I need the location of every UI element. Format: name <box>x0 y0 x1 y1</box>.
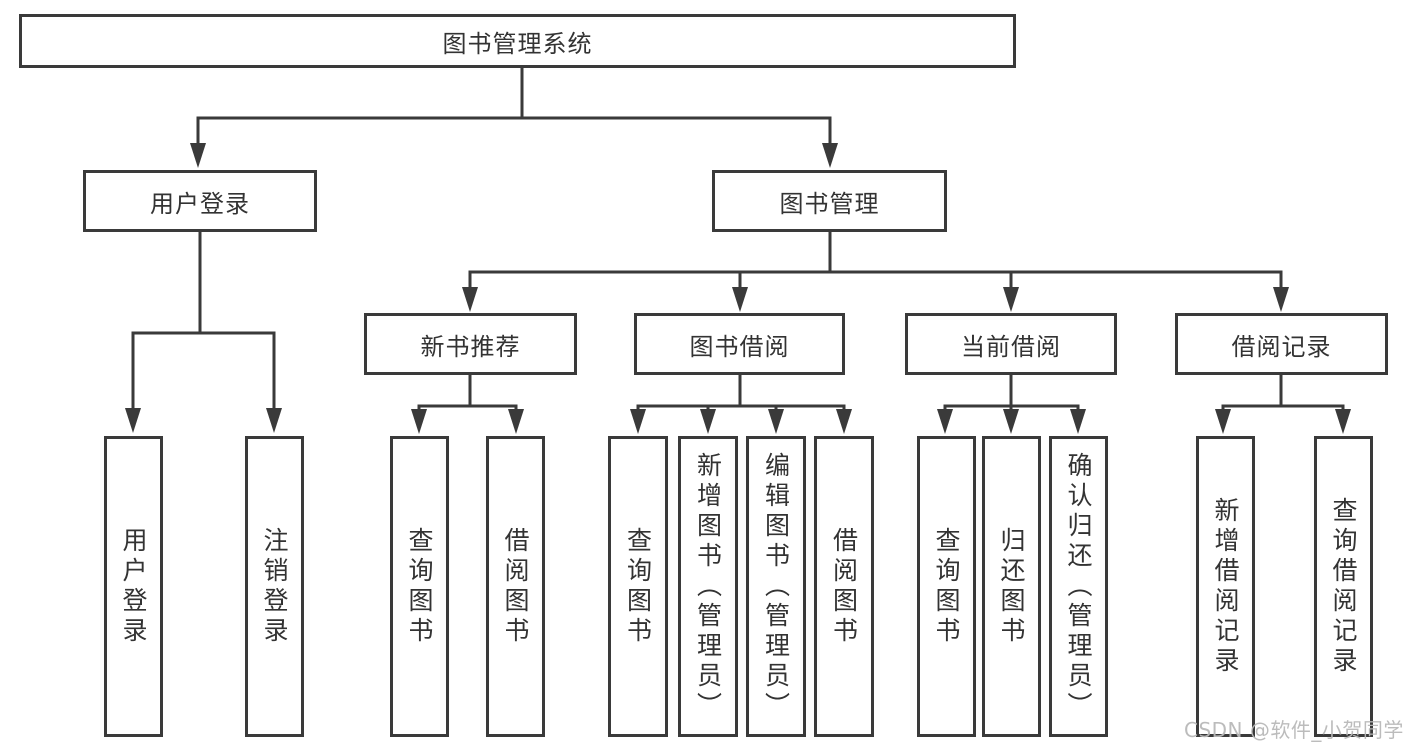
leaf-add-books-admin: 新增图书（管理员） <box>678 436 738 737</box>
leaf-add-borrow-record: 新增借阅记录 <box>1196 436 1255 737</box>
node-book-borrow: 图书借阅 <box>634 313 845 375</box>
node-borrow-records: 借阅记录 <box>1175 313 1388 375</box>
leaf-user-login: 用户登录 <box>104 436 163 737</box>
branch-borrow-records <box>1215 375 1351 434</box>
branch-book-management <box>462 232 1289 312</box>
branch-root <box>190 68 838 168</box>
leaf-query-borrow-record: 查询借阅记录 <box>1314 436 1373 737</box>
watermark: CSDN @软件_小贺同学 <box>1184 718 1404 742</box>
leaf-query-books-borrow: 查询图书 <box>608 436 668 737</box>
leaf-edit-books-admin: 编辑图书（管理员） <box>746 436 806 737</box>
leaf-borrow-books-recommend: 借阅图书 <box>486 436 545 737</box>
node-root: 图书管理系统 <box>19 14 1016 68</box>
node-current-borrow: 当前借阅 <box>905 313 1117 375</box>
leaf-confirm-return-admin: 确认归还（管理员） <box>1049 436 1108 737</box>
branch-current-borrow <box>937 375 1086 434</box>
leaf-borrow-books: 借阅图书 <box>814 436 874 737</box>
node-new-book-recommend: 新书推荐 <box>364 313 577 375</box>
leaf-return-books: 归还图书 <box>982 436 1041 737</box>
branch-book-borrow <box>630 375 852 434</box>
leaf-logout: 注销登录 <box>245 436 304 737</box>
branch-new-book-recommend <box>411 375 524 434</box>
branch-user-login <box>125 232 282 433</box>
node-book-management: 图书管理 <box>712 170 947 232</box>
leaf-query-books-recommend: 查询图书 <box>390 436 449 737</box>
leaf-query-books-current: 查询图书 <box>917 436 976 737</box>
node-user-login: 用户登录 <box>83 170 317 232</box>
